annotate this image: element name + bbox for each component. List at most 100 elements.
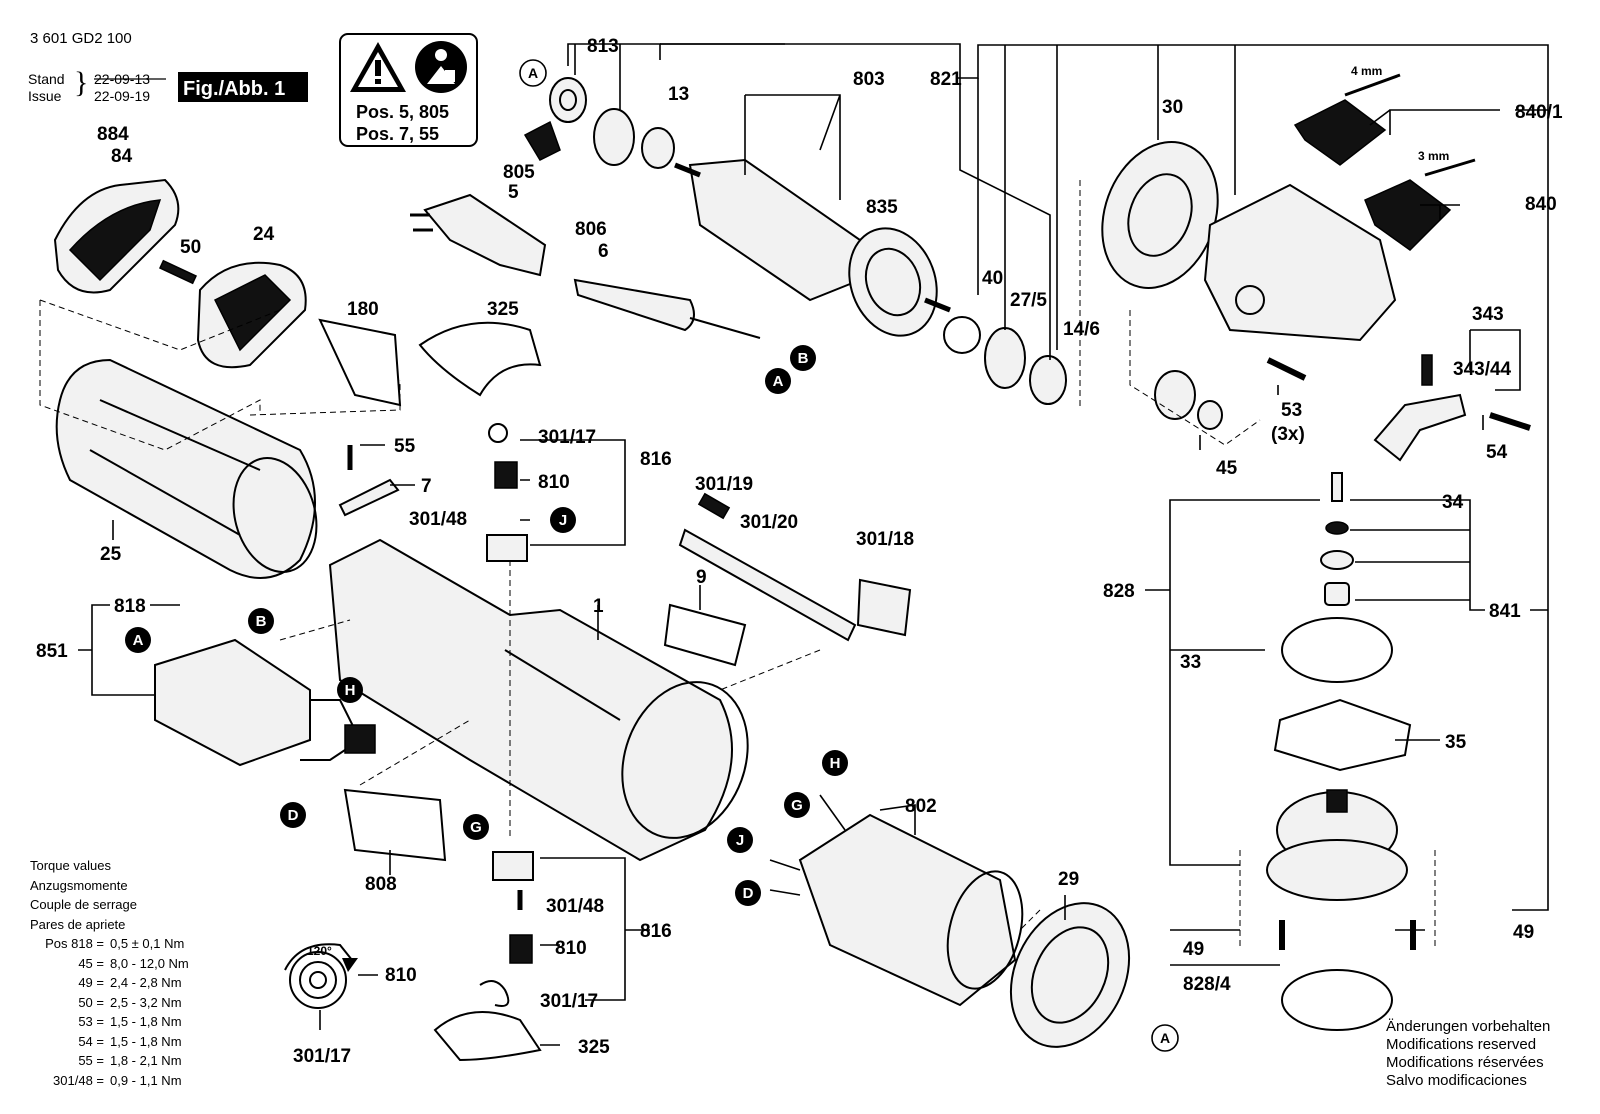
label-49a: 49 <box>1183 939 1204 960</box>
part-flange-30 <box>1101 141 1219 289</box>
label-808 <box>343 788 447 862</box>
label-29: 29 <box>1058 869 1079 890</box>
part-bearing-14-6 <box>1029 355 1067 405</box>
marker-b-cable: B <box>790 345 816 371</box>
label-325a <box>418 321 542 397</box>
part-gasket-35 <box>1273 698 1412 772</box>
part-switch-rod-301-20 <box>678 528 857 642</box>
mod-line-de: Änderungen vorbehalten <box>1386 1018 1551 1035</box>
label-803: 803 <box>853 69 885 90</box>
label-301-48a: 301/48 <box>409 509 467 530</box>
svg-text:D: D <box>743 885 754 902</box>
torque-row: 54 = 1,5 - 1,8 Nm <box>30 1032 189 1052</box>
part-sleeve-806 <box>573 278 695 332</box>
label-3mm: 3 mm <box>1418 149 1449 163</box>
part-24 <box>196 261 307 369</box>
svg-text:D: D <box>288 807 299 824</box>
torque-pos: 50 = <box>78 994 104 1010</box>
part-bearings-813 <box>523 77 675 169</box>
torque-pos: 55 = <box>78 1053 104 1068</box>
label-818: 818 <box>114 596 146 617</box>
part-cover-84 <box>53 178 180 294</box>
label-7: 7 <box>421 476 432 497</box>
label-55: 55 <box>394 436 416 457</box>
part-840 <box>1364 158 1476 251</box>
part-stator-802 <box>769 794 1024 1007</box>
marker-d-switch: D <box>280 802 306 828</box>
label-3x: (3x) <box>1271 424 1305 445</box>
torque-row: 45 =8,0 - 12,0 Nm <box>30 954 188 974</box>
label-84: 84 <box>111 146 133 167</box>
svg-text:A: A <box>133 632 144 649</box>
label-816a: 816 <box>640 449 672 470</box>
label-13: 13 <box>668 84 689 105</box>
mod-line-fr: Modifications réservées <box>1386 1054 1544 1071</box>
svg-text:G: G <box>791 797 803 814</box>
label-53: 53 <box>1281 400 1302 421</box>
svg-text:J: J <box>559 512 567 529</box>
mod-line-es: Salvo modificaciones <box>1386 1072 1527 1089</box>
connector-markers: A B A J B A H D H G J D G A <box>125 59 1179 1052</box>
label-301-17b: 301/17 <box>293 1046 351 1067</box>
label-5: 5 <box>508 182 519 203</box>
svg-text:B: B <box>798 350 809 367</box>
warning-box: Pos. 5, 805 Pos. 7, 55 <box>339 33 478 147</box>
read-manual-icon <box>415 41 467 93</box>
part-29 <box>1009 902 1131 1048</box>
label-301-19: 301/19 <box>695 474 753 495</box>
label-840: 840 <box>1525 194 1557 215</box>
torque-pos: Pos 818 = <box>45 936 104 951</box>
torque-pos: 54 = <box>78 1033 104 1049</box>
fig-label-box <box>178 72 308 102</box>
mod-line-en: Modifications reserved <box>1386 1036 1537 1053</box>
svg-text:J: J <box>736 832 744 849</box>
part-screw-54 <box>1489 412 1531 431</box>
modifications-note: Änderungen vorbehalten Modifications res… <box>1386 1018 1550 1090</box>
part-oring-33 <box>1281 617 1393 683</box>
label-325b <box>433 1011 542 1062</box>
label-808: 808 <box>365 874 397 895</box>
label-49b: 49 <box>1513 922 1534 943</box>
torque-value: 2,5 - 3,2 Nm <box>110 994 182 1010</box>
marker-g-stator: G <box>784 792 810 818</box>
label-27-5: 27/5 <box>1010 290 1047 311</box>
document-code: 3 601 GD2 100 <box>30 30 132 47</box>
marker-g-brush: G <box>463 814 489 840</box>
torque-row: 53 =1,5 - 1,8 Nm <box>30 1012 189 1032</box>
part-spring-301-19 <box>697 492 731 520</box>
label-34: 34 <box>1442 492 1464 513</box>
part-stack-34-841 <box>1320 472 1354 606</box>
label-810c: 810 <box>385 965 417 986</box>
label-9: 9 <box>696 567 707 588</box>
marker-b-switch: B <box>248 608 274 634</box>
label-25: 25 <box>100 544 122 565</box>
label-813: 813 <box>587 36 619 57</box>
label-806: 806 <box>575 219 607 240</box>
torque-pos: 45 = <box>78 955 104 971</box>
cable-end <box>689 317 761 339</box>
part-motor-housing-1 <box>328 538 749 862</box>
label-120-deg: 120° <box>307 944 332 958</box>
torque-row: 301/48 =0,9 - 1,1 Nm <box>30 1071 189 1091</box>
svg-text:B: B <box>256 613 267 630</box>
torque-pos: 53 = <box>78 1014 104 1029</box>
torque-title-2: Anzugsmomente <box>30 877 128 893</box>
marker-a-guard: A <box>1151 1024 1179 1052</box>
label-33: 33 <box>1180 652 1201 673</box>
warning-triangle-icon <box>350 42 406 92</box>
label-40: 40 <box>982 268 1003 289</box>
marker-h-stator: H <box>822 750 848 776</box>
label-325b: 325 <box>578 1037 610 1058</box>
torque-value: 1,5 - 1,8 Nm <box>110 1033 182 1049</box>
assembly-guides <box>39 180 1436 950</box>
label-802: 802 <box>905 796 937 817</box>
marker-a-cable: A <box>765 368 791 394</box>
label-1: 1 <box>593 596 604 617</box>
label-810a: 810 <box>538 472 570 493</box>
marker-j-stator: J <box>727 827 753 853</box>
label-325a: 325 <box>487 299 519 320</box>
label-45: 45 <box>1216 458 1238 479</box>
torque-pos: 301/48 = <box>53 1072 104 1088</box>
label-343: 343 <box>1472 304 1504 325</box>
header-info: 3 601 GD2 100 <box>30 30 132 47</box>
